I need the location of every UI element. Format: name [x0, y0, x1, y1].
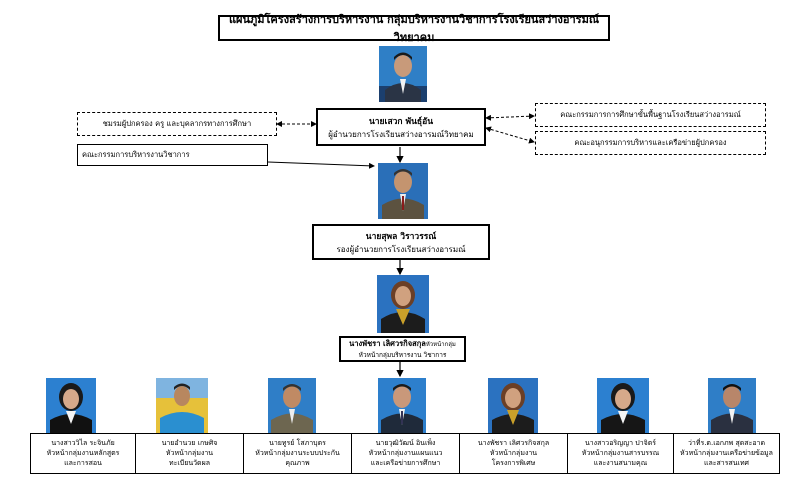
director-photo [379, 46, 427, 102]
head-role: หัวหน้ากลุ่มงานเครือข่ายข้อมูล [680, 449, 773, 457]
side-label-subcommittee: คณะอนุกรรมการบริหารและเครือข่ายผู้ปกครอง [574, 138, 727, 147]
side-label-academic-committee: คณะกรรมการบริหารงานวิชาการ [82, 150, 190, 159]
head-cell-4: นายวุฒิวัฒน์ อินเพ็ง หัวหน้ากลุ่มงานแผนแ… [352, 434, 460, 474]
side-box-subcommittee: คณะอนุกรรมการบริหารและเครือข่ายผู้ปกครอง [535, 131, 766, 155]
side-box-academic-committee: คณะกรรมการบริหารงานวิชาการ [77, 144, 268, 166]
head-photo-5 [488, 378, 538, 433]
person-photo-icon [268, 378, 316, 433]
person-photo-icon [597, 378, 649, 433]
head-role-cont: คุณภาพ [285, 459, 310, 467]
side-box-parents: ชมรมผู้ปกครอง ครู และบุคลากรทางการศึกษา [77, 112, 277, 136]
head-name: ว่าที่ร.ต.เอกภพ สุดสะอาด [687, 439, 766, 447]
head-role: หัวหน้ากลุ่มงาน [489, 449, 538, 457]
academic-head-box: นางพัชรา เลิศวรกิจสกุลหัวหน้ากลุ่ม หัวหน… [339, 336, 466, 362]
person-photo-icon [488, 378, 538, 433]
academic-head-position: หัวหน้ากลุ่มบริหารงาน วิชาการ [358, 351, 447, 359]
chart-title: แผนภูมิโครงสร้างการบริหารงาน กลุ่มบริหาร… [228, 13, 600, 44]
head-cell-7: ว่าที่ร.ต.เอกภพ สุดสะอาด หัวหน้ากลุ่มงาน… [674, 434, 780, 474]
head-photo-3 [268, 378, 316, 433]
head-name: นายอำนวย เกษศิจ [161, 439, 218, 447]
person-photo-icon [46, 378, 96, 433]
head-photo-4 [378, 378, 426, 433]
chart-title-box: แผนภูมิโครงสร้างการบริหารงาน กลุ่มบริหาร… [218, 13, 610, 44]
person-photo-icon [156, 378, 208, 433]
head-role-cont: และงานสนามคุณ [593, 459, 648, 467]
head-role-cont: และสารสนเทศ [703, 459, 750, 467]
head-photo-1 [46, 378, 96, 433]
head-name: นายทูรย์ โสภาบุตร [269, 439, 326, 447]
branch-bar [30, 433, 780, 434]
director-position: ผู้อำนวยการโรงเรียนสว่างอารมณ์วิทยาคม [328, 129, 474, 139]
head-role-cont: และเครือข่ายการศึกษา [370, 459, 441, 467]
deputy-position: รองผู้อำนวยการโรงเรียนสว่างอารมณ์ [336, 244, 466, 254]
side-box-board: คณะกรรมการการศึกษาขั้นพื้นฐานโรงเรียนสว่… [535, 103, 766, 127]
head-role-cont: ทะเบียนวัดผล [169, 459, 210, 467]
head-cell-5: นางพัชรา เลิศวรกิจสกุล หัวหน้ากลุ่มงาน โ… [460, 434, 568, 474]
head-name: นายวุฒิวัฒน์ อินเพ็ง [375, 439, 436, 447]
head-photo-7 [708, 378, 756, 433]
head-role: หัวหน้ากลุ่มงานสารบรรณ [581, 449, 660, 457]
head-name: นางสาววิไล ระจินภัย [51, 439, 115, 447]
academic-head-name-line: นางพัชรา เลิศวรกิจสกุลหัวหน้ากลุ่ม [349, 338, 456, 350]
head-cell-3: นายทูรย์ โสภาบุตร หัวหน้ากลุ่มงานระบบประ… [244, 434, 352, 474]
director-name: นายเสวก พันธุ์อัน [368, 116, 434, 127]
director-box: นายเสวก พันธุ์อัน ผู้อำนวยการโรงเรียนสว่… [316, 108, 486, 146]
person-photo-icon [708, 378, 756, 433]
head-photo-6 [597, 378, 649, 433]
deputy-photo [378, 163, 428, 219]
head-cell-1: นางสาววิไล ระจินภัย หัวหน้ากลุ่มงานหลักส… [30, 434, 136, 474]
head-photo-2 [156, 378, 208, 433]
academic-head-photo [377, 275, 429, 333]
dashed-arrow-board [485, 113, 535, 121]
head-role-cont: โครงการพิเศษ [491, 459, 536, 467]
head-name: นางพัชรา เลิศวรกิจสกุล [477, 439, 550, 447]
person-photo-icon [377, 275, 429, 333]
person-photo-icon [378, 163, 428, 219]
academic-head-name-suffix: หัวหน้ากลุ่ม [425, 341, 456, 348]
head-role: หัวหน้ากลุ่มงาน [165, 449, 214, 457]
person-photo-icon [379, 46, 427, 102]
side-label-board: คณะกรรมการการศึกษาขั้นพื้นฐานโรงเรียนสว่… [560, 110, 741, 119]
head-cell-2: นายอำนวย เกษศิจ หัวหน้ากลุ่มงาน ทะเบียนว… [136, 434, 244, 474]
person-photo-icon [378, 378, 426, 433]
head-role: หัวหน้ากลุ่มงานหลักสูตร [46, 449, 120, 457]
head-role: หัวหน้ากลุ่มงานระบบประกัน [255, 449, 340, 457]
head-cell-6: นางสาวอริญญา ปาจิตร์ หัวหน้ากลุ่มงานสารบ… [568, 434, 674, 474]
deputy-box: นายสุพล วิราวรรณ์ รองผู้อำนวยการโรงเรียน… [312, 224, 490, 260]
dashed-arrow-subcommittee [485, 126, 535, 144]
head-role-cont: และการสอน [64, 459, 102, 467]
arrow-committee [267, 161, 375, 169]
head-role: หัวหน้ากลุ่มงานแผนแนว [368, 449, 443, 457]
deputy-name: นายสุพล วิราวรรณ์ [365, 231, 437, 242]
head-name: นางสาวอริญญา ปาจิตร์ [584, 439, 657, 447]
academic-head-name: นางพัชรา เลิศวรกิจสกุล [349, 339, 426, 348]
side-label-parents: ชมรมผู้ปกครอง ครู และบุคลากรทางการศึกษา [102, 119, 252, 128]
